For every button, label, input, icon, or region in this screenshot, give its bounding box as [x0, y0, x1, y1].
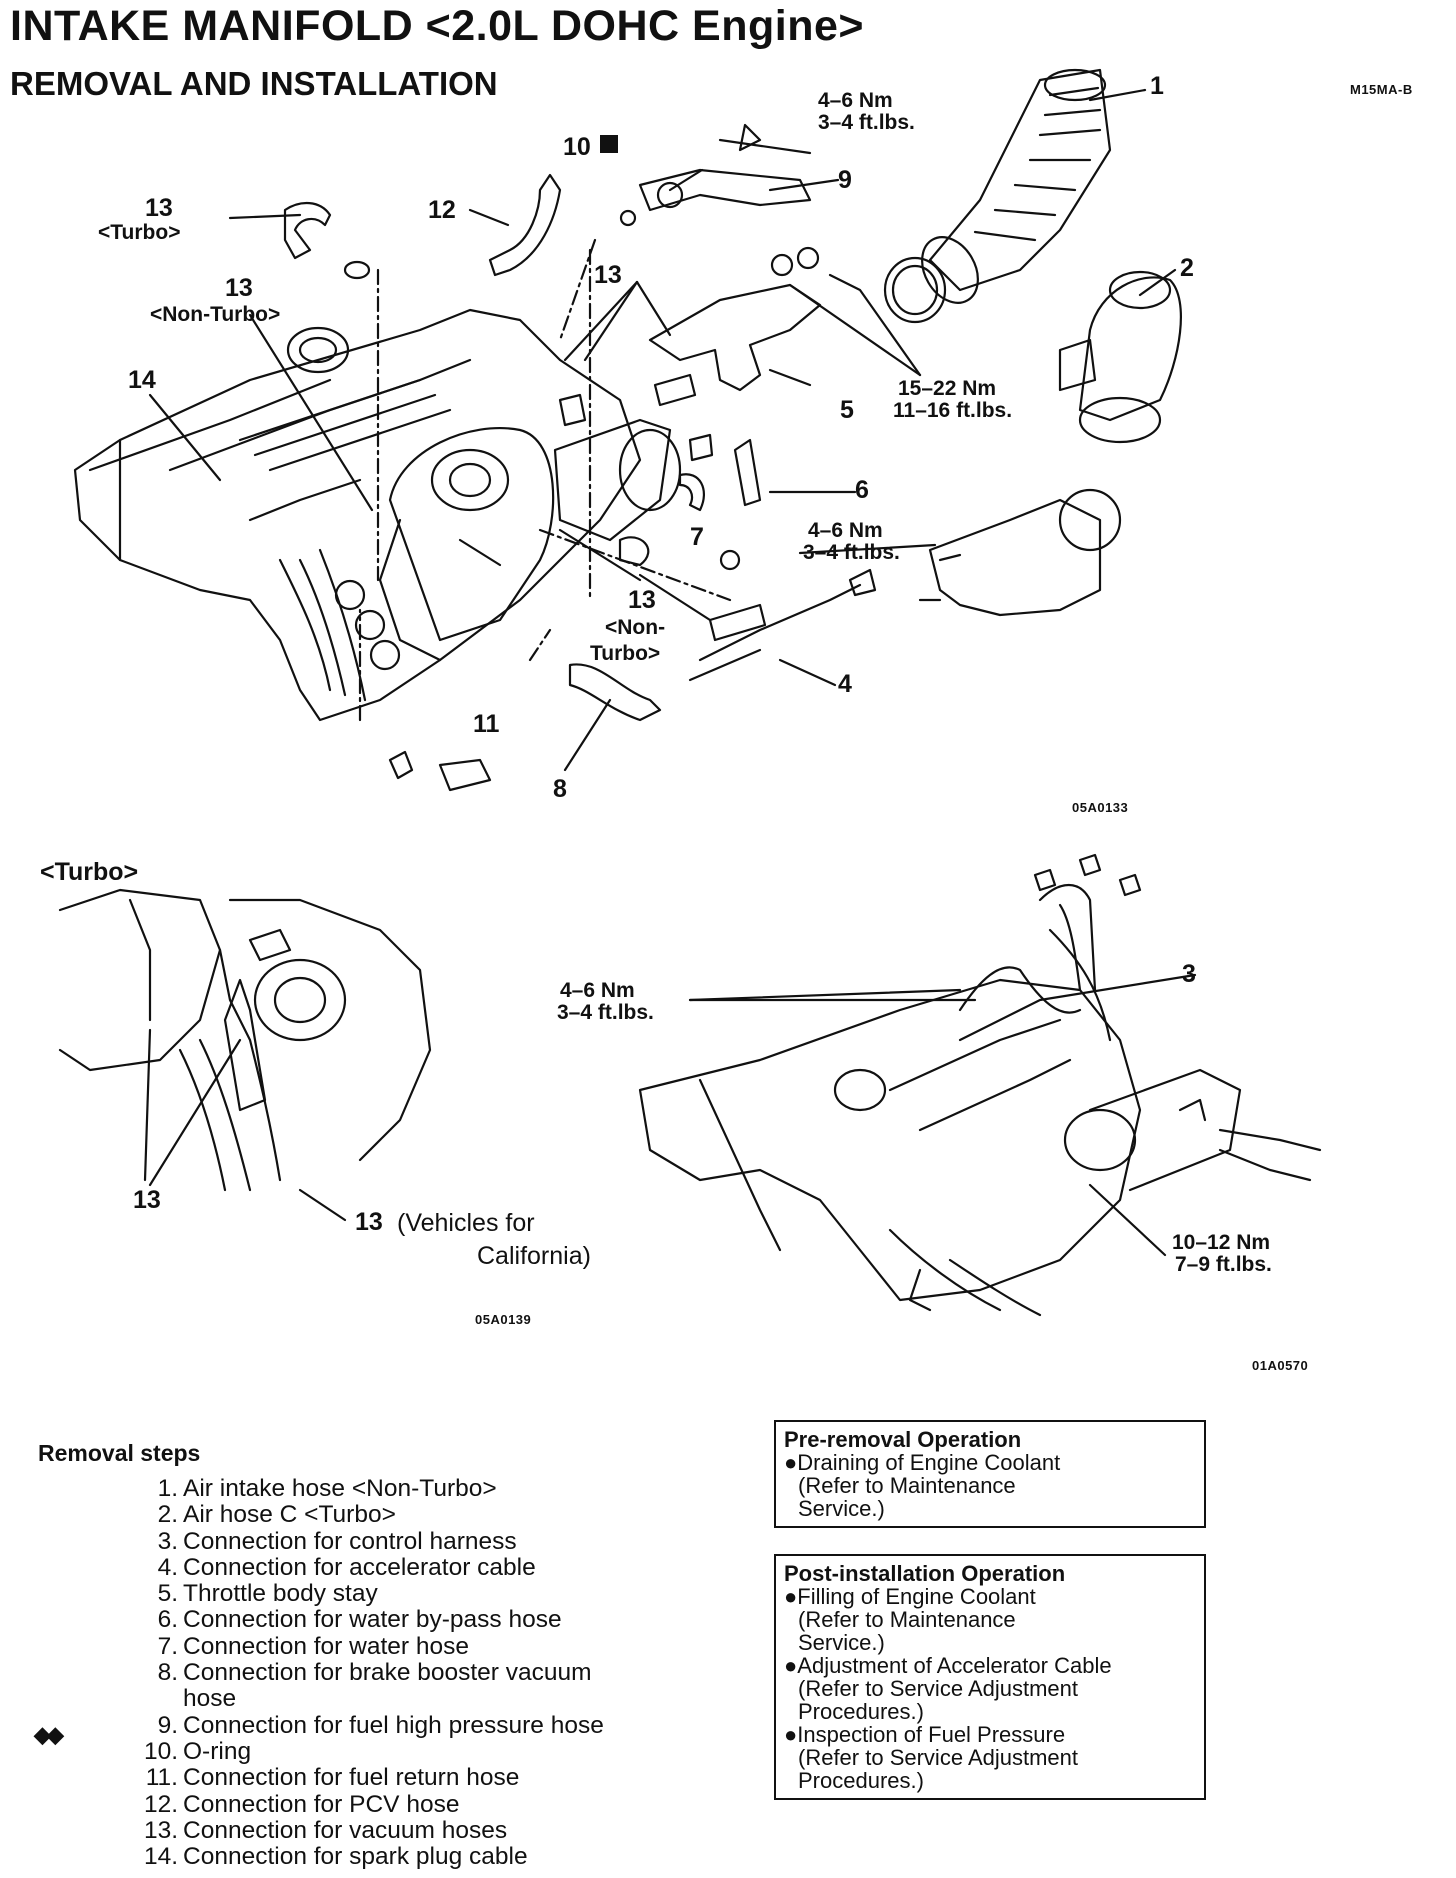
list-item: ●Adjustment of Accelerator Cable — [784, 1653, 1112, 1678]
callout-7: 7 — [690, 523, 704, 551]
torque-e-nm: 10–12 Nm — [1172, 1231, 1271, 1254]
list-item: ●Draining of Engine Coolant — [784, 1450, 1061, 1475]
list-item: 13.Connection for vacuum hoses — [143, 1816, 508, 1844]
engine-block-drawing — [73, 238, 732, 722]
list-item: 2.Air hose C <Turbo> — [157, 1501, 396, 1529]
list-item: ●Filling of Engine Coolant — [784, 1584, 1036, 1609]
list-item: 14.Connection for spark plug cable — [143, 1843, 528, 1871]
list-item: 3.Connection for control harness — [157, 1527, 517, 1555]
list-item: 6.Connection for water by-pass hose — [157, 1606, 562, 1634]
doc-code: M15MA-B — [1350, 82, 1413, 97]
list-item-note: Procedures.) — [798, 1699, 924, 1724]
vacuum-hose-drawing — [283, 202, 332, 260]
water-bypass-hose-drawing — [733, 438, 762, 507]
harness-drawing — [638, 853, 1322, 1317]
torque-c-ft: 3–4 ft.lbs. — [803, 541, 900, 564]
service-point-icon: ◆◆ — [34, 1722, 64, 1747]
air-intake-hose-drawing — [921, 68, 1112, 304]
post-installation-heading: Post-installation Operation — [784, 1561, 1066, 1586]
list-item: 9.Connection for fuel high pressure hose — [157, 1711, 604, 1739]
callout-13-mid: 13 — [594, 261, 622, 289]
list-item: 8.Connection for brake booster vacuum — [157, 1659, 592, 1687]
callout-13-lower: 13 — [628, 586, 656, 614]
callout-5: 5 — [840, 396, 854, 424]
list-item: 4.Connection for accelerator cable — [157, 1553, 536, 1581]
water-hose-drawing — [678, 473, 705, 512]
callout-11: 11 — [473, 710, 500, 738]
hose-clamp-drawing — [883, 256, 947, 324]
callout-1: 1 — [1150, 72, 1164, 100]
turbo-detail-drawing — [58, 888, 432, 1222]
pcv-hose-drawing — [488, 173, 562, 277]
page-title: INTAKE MANIFOLD <2.0L DOHC Engine> — [10, 2, 864, 50]
post-installation-box: Post-installation Operation ●Filling of … — [774, 1554, 1206, 1800]
callout-9: 9 — [838, 166, 852, 194]
callout-6: 6 — [855, 476, 869, 504]
throttle-body-stay-drawing — [648, 283, 822, 392]
callout-3: 3 — [1182, 960, 1196, 988]
fuel-hose-connector-drawing — [638, 168, 812, 212]
removal-steps-list: 1.Air intake hose <Non-Turbo> 2.Air hose… — [138, 1475, 604, 1871]
brake-booster-hose-drawing — [568, 663, 662, 722]
accelerator-cable-drawing — [698, 583, 862, 662]
california-note-b: California) — [477, 1242, 591, 1270]
list-item: 7.Connection for water hose — [157, 1632, 469, 1660]
callout-13-nonturbo: 13 — [225, 274, 253, 302]
list-item: ●Inspection of Fuel Pressure — [784, 1722, 1066, 1747]
figure-code-harness: 01A0570 — [1252, 1358, 1309, 1373]
torque-b-ft: 11–16 ft.lbs. — [893, 399, 1013, 422]
list-item-note: (Refer to Maintenance — [798, 1473, 1016, 1498]
fuel-return-hose-drawing — [438, 758, 492, 792]
callout-13-california: 13 — [355, 1208, 383, 1236]
torque-e-ft: 7–9 ft.lbs. — [1175, 1253, 1272, 1276]
callout-4: 4 — [838, 670, 852, 698]
callout-13-nonturbo-tag: <Non-Turbo> — [150, 303, 281, 326]
torque-d-nm: 4–6 Nm — [560, 979, 635, 1002]
list-item: 10.O-ring — [143, 1737, 252, 1765]
turbo-tag: <Turbo> — [40, 858, 139, 886]
callout-13-turbo-detail: 13 — [133, 1186, 161, 1214]
pre-removal-heading: Pre-removal Operation — [784, 1427, 1022, 1452]
torque-a-ft: 3–4 ft.lbs. — [818, 111, 915, 134]
list-item: 11.Connection for fuel return hose — [145, 1764, 520, 1792]
removal-steps-heading: Removal steps — [38, 1440, 201, 1466]
air-hose-c-drawing — [1058, 270, 1182, 444]
callout-12: 12 — [428, 196, 456, 224]
list-item-note: Service.) — [798, 1496, 885, 1521]
list-item: 5.Throttle body stay — [157, 1580, 378, 1608]
list-item: 12.Connection for PCV hose — [143, 1790, 460, 1818]
figure-code-turbo: 05A0139 — [475, 1312, 532, 1327]
callout-13-lower-tag-b: Turbo> — [590, 642, 661, 665]
torque-b-nm: 15–22 Nm — [898, 377, 997, 400]
list-item-note: (Refer to Maintenance — [798, 1607, 1016, 1632]
non-reusable-part-icon — [600, 135, 618, 153]
turbo-intake-drawing — [928, 498, 1102, 617]
pre-removal-box: Pre-removal Operation ●Draining of Engin… — [774, 1420, 1206, 1528]
california-note-a: (Vehicles for — [397, 1209, 535, 1237]
list-item: 1.Air intake hose <Non-Turbo> — [157, 1475, 497, 1502]
torque-c-nm: 4–6 Nm — [808, 519, 883, 542]
callout-13-turbo: 13 — [145, 194, 173, 222]
list-item-note: Service.) — [798, 1630, 885, 1655]
figure-code-top: 05A0133 — [1072, 800, 1129, 815]
callout-2: 2 — [1180, 254, 1194, 282]
callout-14: 14 — [128, 366, 156, 394]
list-item-note: Procedures.) — [798, 1768, 924, 1793]
callout-8: 8 — [553, 775, 567, 803]
page-subtitle: REMOVAL AND INSTALLATION — [10, 65, 498, 102]
torque-a-nm: 4–6 Nm — [818, 89, 893, 112]
callout-10: 10 — [563, 133, 591, 161]
list-item-note: (Refer to Service Adjustment — [798, 1745, 1079, 1770]
list-item-note: (Refer to Service Adjustment — [798, 1676, 1079, 1701]
torque-d-ft: 3–4 ft.lbs. — [557, 1001, 654, 1024]
callout-13-lower-tag-a: <Non- — [605, 616, 666, 639]
exploded-view-illustration — [58, 68, 1322, 1317]
list-item: hose — [183, 1685, 237, 1713]
callout-13-turbo-tag: <Turbo> — [98, 221, 181, 244]
